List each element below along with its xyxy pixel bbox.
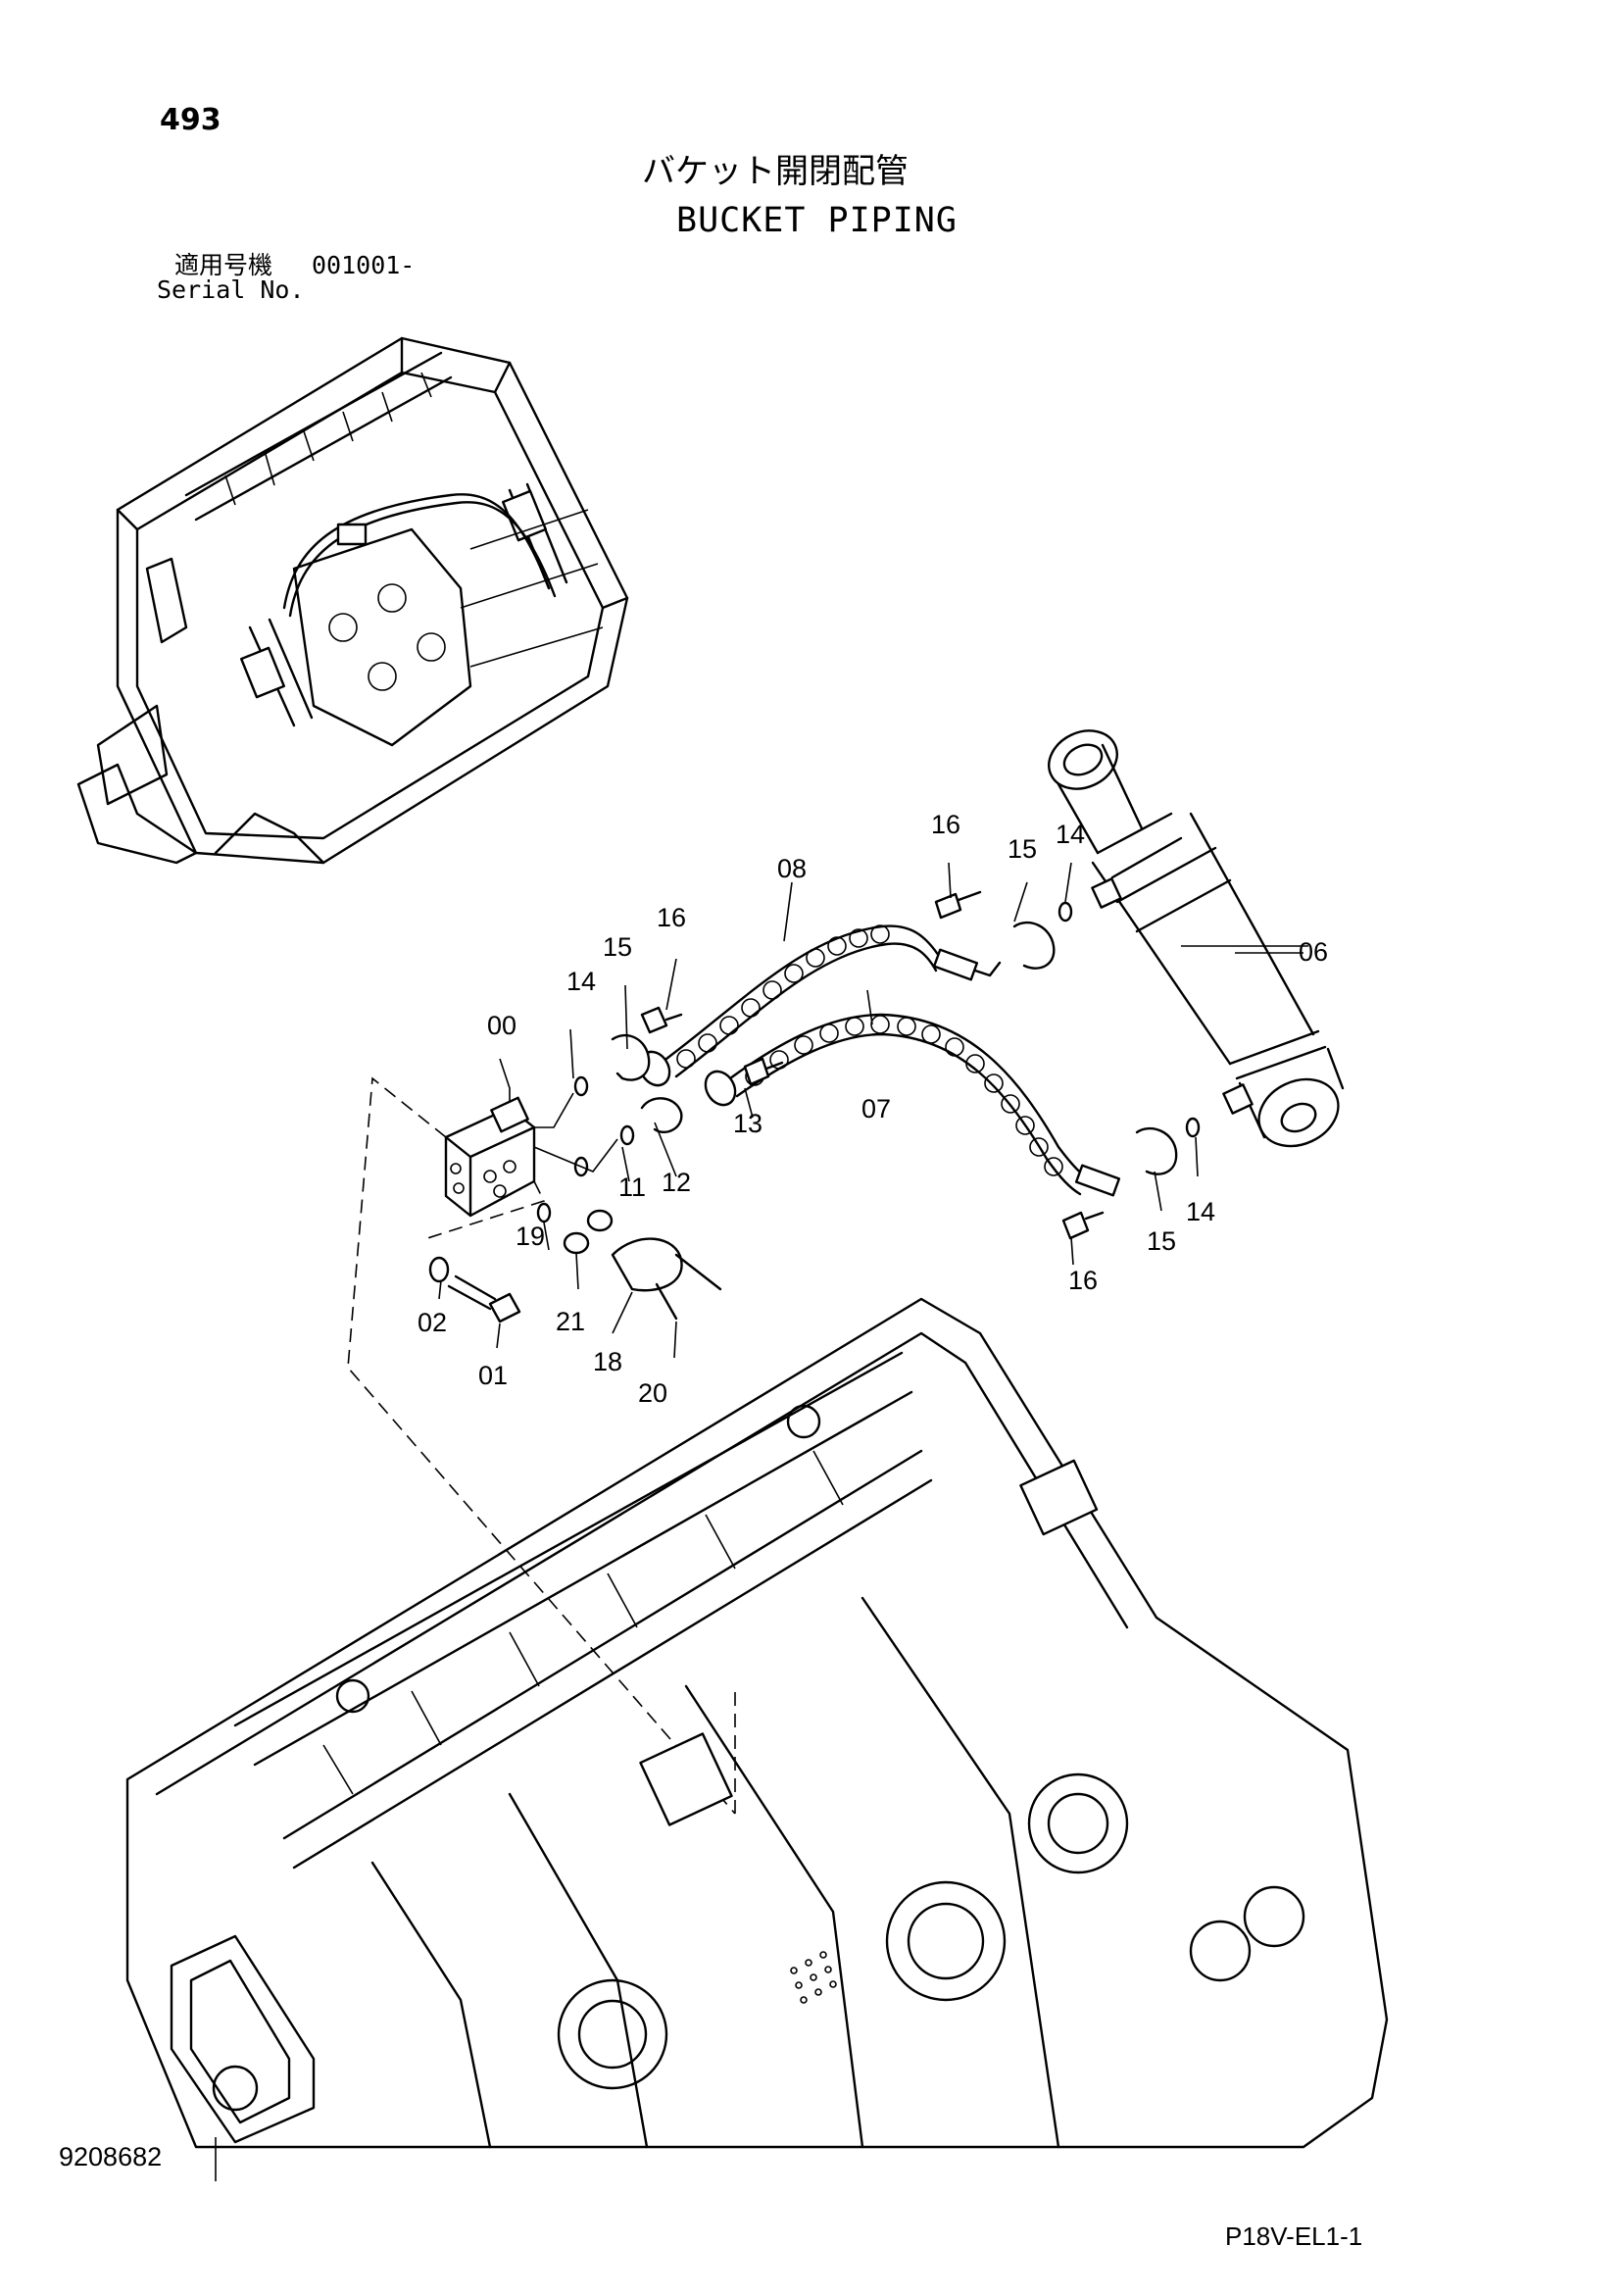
callout-part-07: 07	[861, 1094, 891, 1123]
callout-part-16: 16	[931, 810, 960, 839]
callout-part-15: 15	[1147, 1226, 1176, 1256]
callout-part-15: 15	[603, 932, 632, 962]
callout-part-15: 15	[1008, 834, 1037, 864]
serial-label-japanese: 適用号機	[174, 251, 273, 279]
serial-number: 001001-	[312, 251, 416, 279]
callout-part-00: 00	[487, 1011, 516, 1040]
callout-part-18: 18	[593, 1347, 622, 1376]
small-parts	[347, 862, 1308, 1815]
callout-part-12: 12	[662, 1168, 691, 1197]
callout-part-19: 19	[516, 1222, 545, 1251]
callout-part-08: 08	[777, 854, 807, 883]
callout-part-14: 14	[1056, 820, 1085, 849]
callout-part-16: 16	[1068, 1266, 1098, 1295]
hose-07	[704, 1013, 1121, 1197]
callout-part-16: 16	[657, 903, 686, 932]
callout-part-21: 21	[556, 1307, 585, 1336]
callout-part-02: 02	[418, 1308, 447, 1337]
callout-part-11: 11	[618, 1173, 646, 1202]
bucket-cylinder	[1048, 729, 1345, 1148]
title-japanese: バケット開閉配管	[642, 152, 909, 191]
title-english: BUCKET PIPING	[676, 201, 958, 240]
callout-part-20: 20	[638, 1378, 667, 1408]
callout-part-06: 06	[1299, 937, 1328, 967]
sheet-code: P18V-EL1-1	[1225, 2221, 1363, 2251]
callout-part-14: 14	[1186, 1197, 1215, 1226]
document-number: 9208682	[59, 2142, 163, 2171]
main-frame-drawing	[125, 1297, 1389, 2181]
callout-part-14: 14	[566, 967, 596, 996]
hose-08	[638, 924, 1002, 1087]
callout-part-13: 13	[733, 1109, 762, 1138]
callout-part-01: 01	[478, 1361, 508, 1390]
serial-label-english: Serial No.	[157, 275, 305, 304]
overview-bucket-drawing	[76, 336, 629, 865]
page-number: 493	[160, 103, 221, 137]
